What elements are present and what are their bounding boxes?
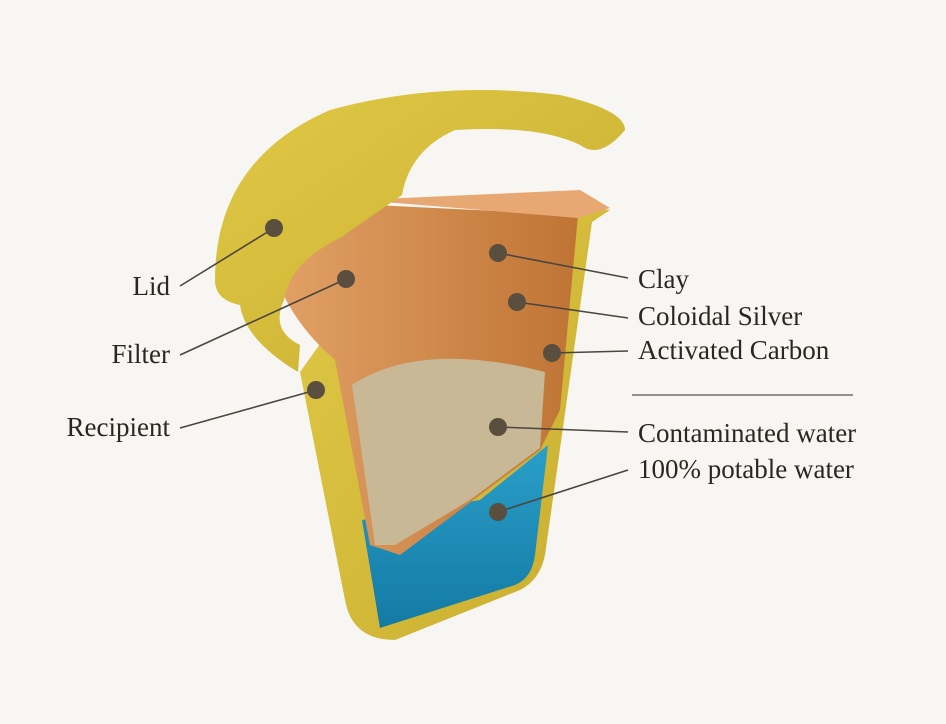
label-recipient: Recipient: [67, 412, 171, 442]
label-activated-carbon: Activated Carbon: [638, 335, 830, 365]
label-coloidal-silver: Coloidal Silver: [638, 301, 802, 331]
label-potable-water: 100% potable water: [638, 454, 854, 484]
label-filter: Filter: [112, 339, 171, 369]
filter-rim: [360, 190, 610, 218]
potable-water-shape: [362, 445, 548, 628]
lid-shape: [215, 90, 625, 372]
label-clay: Clay: [638, 264, 689, 294]
marker-dots: [265, 219, 561, 521]
contaminated-water-shape: [352, 358, 545, 545]
label-lid: Lid: [133, 271, 171, 301]
leader-lines: [179, 227, 629, 513]
label-contaminated-water: Contaminated water: [638, 418, 856, 448]
